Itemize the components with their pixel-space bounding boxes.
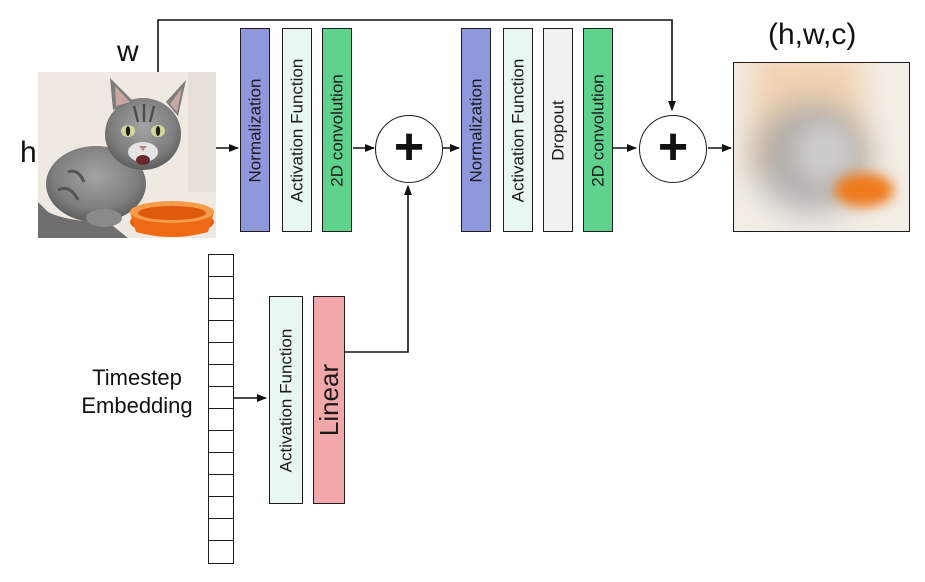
timestep-activation-block: Activation Function — [269, 296, 303, 504]
activation-block-2: Activation Function — [503, 28, 533, 232]
embedding-cell — [208, 320, 234, 344]
timestep-activation-label: Activation Function — [276, 328, 296, 472]
output-shape-label: (h,w,c) — [768, 18, 857, 51]
input-cat-image — [38, 72, 216, 238]
normalization-block-2: Normalization — [461, 28, 491, 232]
embedding-cell — [208, 540, 234, 564]
input-height-label: h — [20, 136, 37, 169]
add-operator-1: + — [375, 115, 443, 183]
linear-block: Linear — [313, 296, 345, 504]
skip-connection-line — [157, 19, 676, 111]
dropout-label: Dropout — [548, 99, 568, 161]
normalization-label-1: Normalization — [245, 78, 265, 182]
normalization-block-1: Normalization — [240, 28, 270, 232]
embedding-cell — [208, 276, 234, 300]
timestep-embedding-label: Timestep Embedding — [62, 364, 212, 420]
conv2d-label-2: 2D convolution — [588, 73, 608, 187]
embedding-cell — [208, 364, 234, 388]
output-feature-map — [733, 62, 910, 232]
linear-to-add-arrow — [345, 185, 412, 353]
embedding-cell — [208, 452, 234, 476]
plus-icon: + — [393, 118, 425, 176]
embedding-cell — [208, 386, 234, 410]
embedding-cell — [208, 408, 234, 432]
dropout-block: Dropout — [543, 28, 573, 232]
conv2d-block-1: 2D convolution — [322, 28, 352, 232]
embedding-cell — [208, 254, 234, 278]
linear-label: Linear — [314, 363, 344, 437]
add-operator-2: + — [639, 115, 707, 183]
timestep-label-line2: Embedding — [81, 393, 193, 418]
activation-label-1: Activation Function — [287, 58, 307, 202]
embedding-cell — [208, 298, 234, 322]
timestep-embedding-vector — [208, 254, 234, 564]
conv2d-label-1: 2D convolution — [327, 73, 347, 187]
activation-label-2: Activation Function — [508, 58, 528, 202]
embedding-cell — [208, 430, 234, 454]
embedding-cell — [208, 474, 234, 498]
normalization-label-2: Normalization — [466, 78, 486, 182]
embedding-cell — [208, 342, 234, 366]
timestep-label-line1: Timestep — [92, 365, 182, 390]
activation-block-1: Activation Function — [282, 28, 312, 232]
conv2d-block-2: 2D convolution — [583, 28, 613, 232]
plus-icon: + — [657, 118, 689, 176]
embedding-cell — [208, 496, 234, 520]
input-width-label: w — [117, 35, 139, 68]
embedding-cell — [208, 518, 234, 542]
